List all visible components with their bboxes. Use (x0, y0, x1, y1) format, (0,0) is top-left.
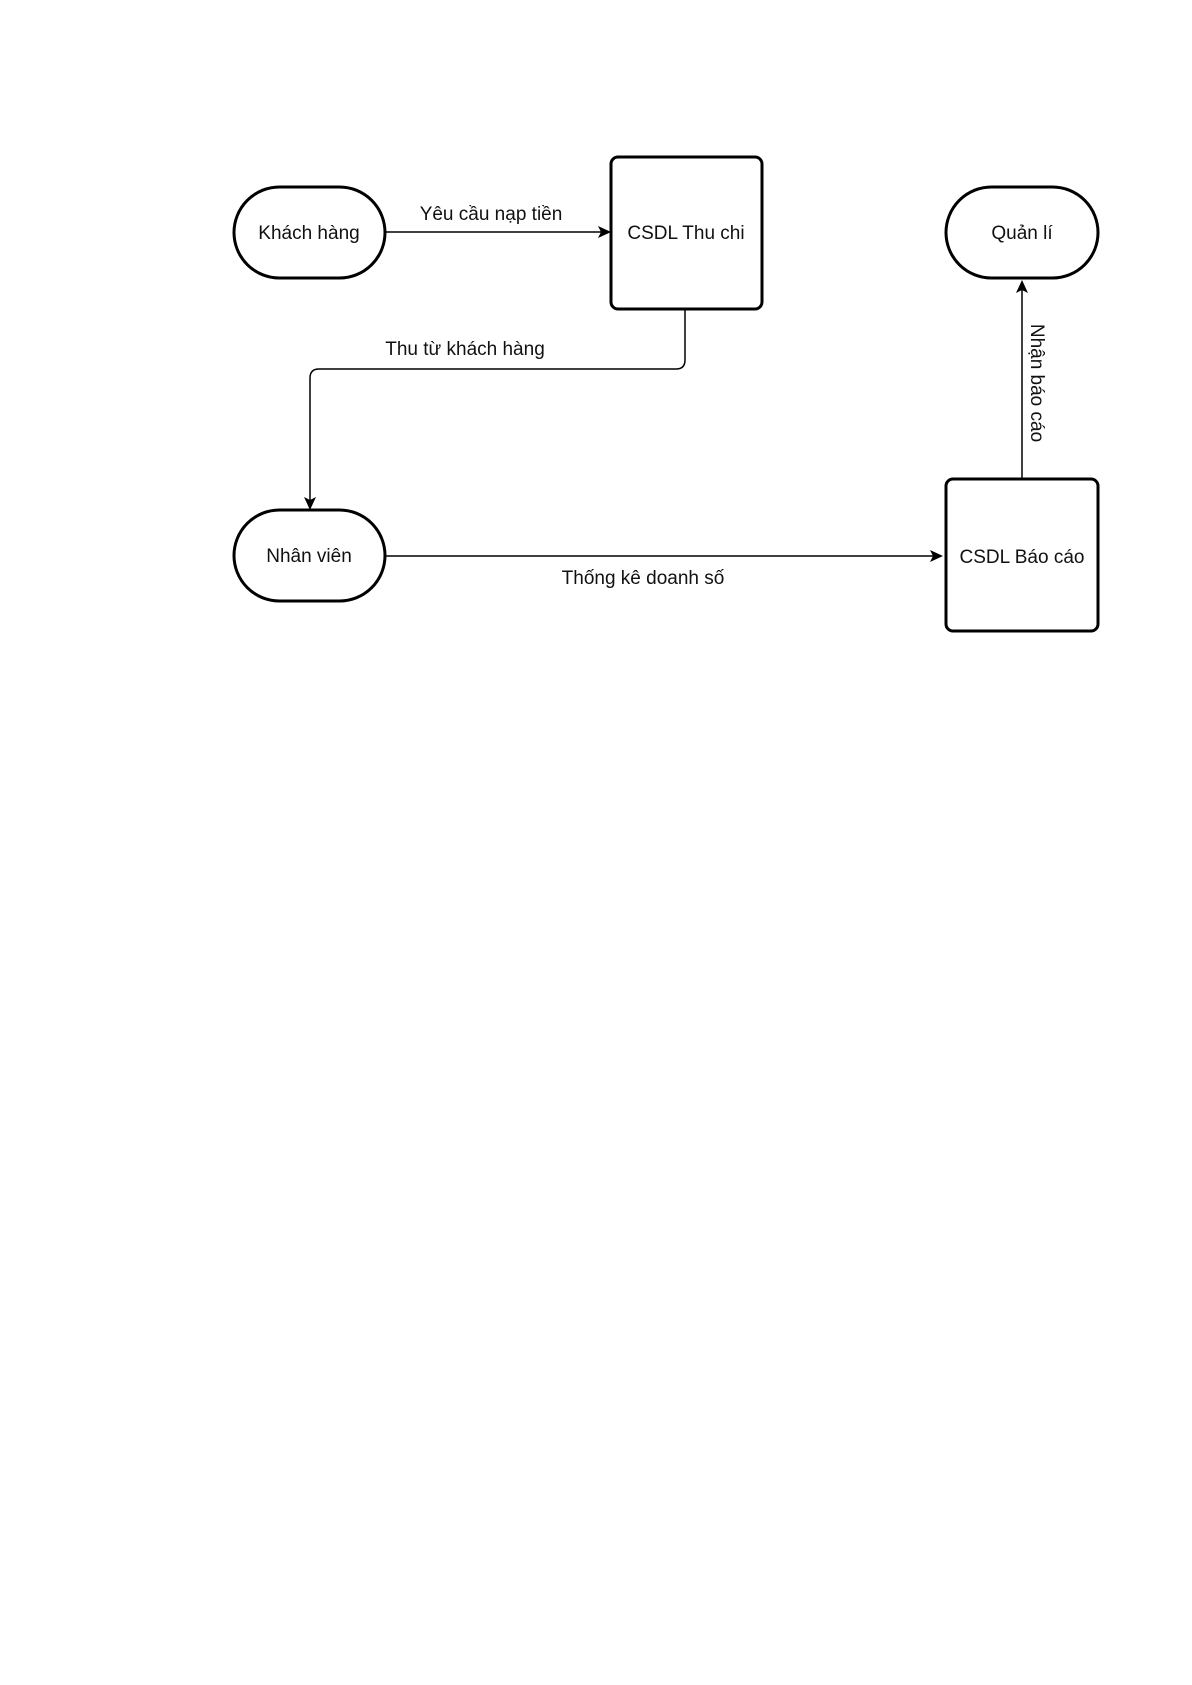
node-label-csdl-thu-chi: CSDL Thu chi (627, 223, 744, 244)
node-nhan-vien: Nhân viên (232, 508, 387, 603)
terminator-shape (944, 185, 1100, 280)
node-csdl-bao-cao: CSDL Báo cáo (944, 477, 1100, 633)
edge-yeu-cau-nap-tien: Yêu cầu nạp tiền (385, 204, 611, 238)
edge-thu-tu-khach-hang: Thu từ khách hàng (304, 309, 686, 510)
node-quan-li: Quản lí (944, 185, 1100, 280)
terminator-shape (232, 185, 387, 280)
terminator-shape (232, 508, 387, 603)
node-label-khach-hang: Khách hàng (258, 223, 359, 244)
rounded-rect-shape (609, 155, 764, 311)
edge-label-thu-tu-khach-hang: Thu từ khách hàng (385, 339, 545, 360)
arrowhead-icon (304, 497, 316, 510)
node-csdl-thu-chi: CSDL Thu chi (609, 155, 764, 311)
edge-nhan-bao-cao: Nhận báo cáo (1016, 280, 1047, 479)
node-label-csdl-bao-cao: CSDL Báo cáo (960, 547, 1085, 568)
node-khach-hang: Khách hàng (232, 185, 387, 280)
edge-label-thong-ke-doanh-so: Thống kê doanh số (562, 568, 725, 589)
rounded-rect-shape (944, 477, 1100, 633)
node-label-quan-li: Quản lí (991, 223, 1053, 244)
arrowhead-icon (598, 226, 611, 238)
edge-line (309, 309, 686, 500)
node-label-nhan-vien: Nhân viên (266, 546, 352, 567)
edge-thong-ke-doanh-so: Thống kê doanh số (385, 550, 943, 589)
edge-label-nhan-bao-cao: Nhận báo cáo (1026, 324, 1047, 442)
arrowhead-icon (1016, 280, 1028, 293)
edge-label-yeu-cau-nap-tien: Yêu cầu nạp tiền (420, 204, 563, 225)
arrowhead-icon (930, 550, 943, 562)
